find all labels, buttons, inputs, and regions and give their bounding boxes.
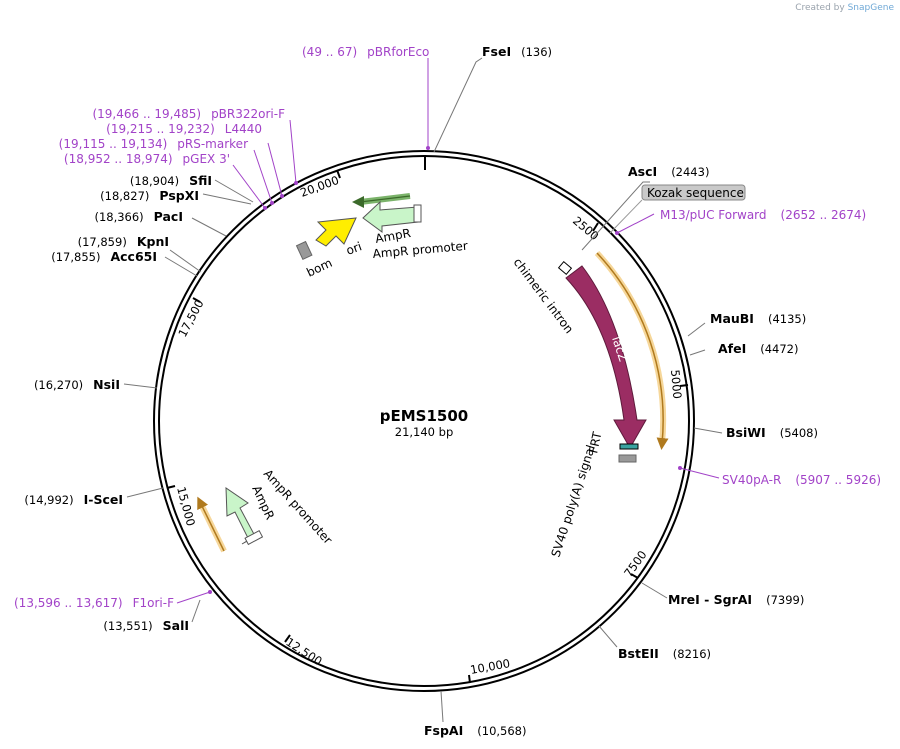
ampr-promoter-top-box [413,204,422,223]
lacz-feature[interactable]: lacZ [565,265,647,450]
site-nsii[interactable]: (16,270)NsiI [34,377,120,392]
ampr-top-feature[interactable]: AmpR AmpR promoter [362,200,468,261]
bom-box [295,240,313,261]
site-sali[interactable]: (13,551)SalI [103,618,189,633]
orf-arrow-right-line [596,252,669,450]
ampr-left-feature[interactable]: AmpR AmpR promoter [225,467,335,547]
primer-markers [208,146,682,594]
site-acc65i[interactable]: (17,855)Acc65I [51,249,157,264]
restriction-sites: FseI(136) AscI(2443) MauBI(4135) AfeI(44… [24,44,818,738]
orf-arrow-left[interactable] [197,496,227,553]
snapgene-logo: SnapGene [847,3,894,13]
tick-2500: 2500 [570,214,601,244]
kozak-feature[interactable]: Kozak sequence [609,184,746,234]
site-fspai[interactable]: FspAI(10,568) [424,723,526,738]
site-maubi[interactable]: MauBI(4135) [710,311,806,326]
site-afei[interactable]: AfeI(4472) [718,341,799,356]
site-bsteii[interactable]: BstEII(8216) [618,646,711,661]
site-mrei-sgrai[interactable]: MreI - SgrAI(7399) [668,592,804,607]
tick-10000: 10,000 [469,656,511,677]
primer-leaders [176,58,720,604]
credit-prefix: Created by [795,3,845,13]
plasmid-length: 21,140 bp [395,425,454,439]
sv40-label: SV40 poly(A) signal [549,443,599,559]
kozak-label: Kozak sequence [647,186,744,200]
site-i-scei[interactable]: (14,992)I-SceI [24,492,123,507]
ampr-top-arrow [362,200,419,233]
chimeric-intron-box [557,261,573,275]
frt-label: FRT [586,430,604,455]
ori-feature[interactable]: ori [315,217,364,258]
site-kpni[interactable]: (17,859)KpnI [78,234,169,249]
tick-5000: 5000 [668,369,684,399]
site-pspxi[interactable]: (18,827)PspXI [100,188,199,203]
site-bsiwi[interactable]: BsiWI(5408) [726,425,818,440]
ori-label: ori [344,239,363,257]
kozak-box [641,184,746,201]
lacz-arrow [565,265,647,450]
primer-pgex-3[interactable]: (18,952 .. 18,974)pGEX 3' [64,152,230,166]
sv40-feature[interactable]: SV40 poly(A) signal [549,443,637,559]
primer-l4440[interactable]: (19,215 .. 19,232)L4440 [106,122,262,136]
snapgene-credit: Created by SnapGene [795,3,894,13]
ampr-promoter-left-box [244,530,264,546]
primer-f1ori-f[interactable]: (13,596 .. 13,617)F1ori-F [14,596,174,610]
bom-label: bom [304,256,334,280]
primer-m13-puc-forward[interactable]: M13/pUC Forward(2652 .. 2674) [660,208,866,222]
sv40-box [618,454,637,463]
site-fsei[interactable]: FseI(136) [482,44,552,59]
site-sfii[interactable]: (18,904)SfiI [130,173,212,188]
primer-prs-marker[interactable]: (19,115 .. 19,134)pRS-marker [59,137,248,151]
site-paci[interactable]: (18,366)PacI [94,209,183,224]
bom-feature[interactable]: bom [295,240,335,280]
ampr-top-label: AmpR [374,226,412,246]
orf-arrow-top[interactable] [352,193,411,208]
ampr-left-arrow [225,487,256,545]
ori-arrow [315,217,357,247]
site-asci[interactable]: AscI(2443) [628,164,709,179]
primers: (49 .. 67)pBRforEco (19,466 .. 19,485)pB… [14,45,881,610]
plasmid-name: pEMS1500 [380,407,468,425]
primer-pbr322ori-f[interactable]: (19,466 .. 19,485)pBR322ori-F [92,107,285,121]
frt-feature[interactable]: FRT [586,430,639,455]
frt-marker [619,443,639,450]
backbone-outer [153,150,695,692]
primer-pbrforeco[interactable]: (49 .. 67)pBRforEco [302,45,429,59]
primer-sv40pa-r[interactable]: SV40pA-R(5907 .. 5926) [722,473,881,487]
chimeric-intron-feature[interactable]: chimeric intron [511,255,577,336]
site-leaders [123,57,723,723]
